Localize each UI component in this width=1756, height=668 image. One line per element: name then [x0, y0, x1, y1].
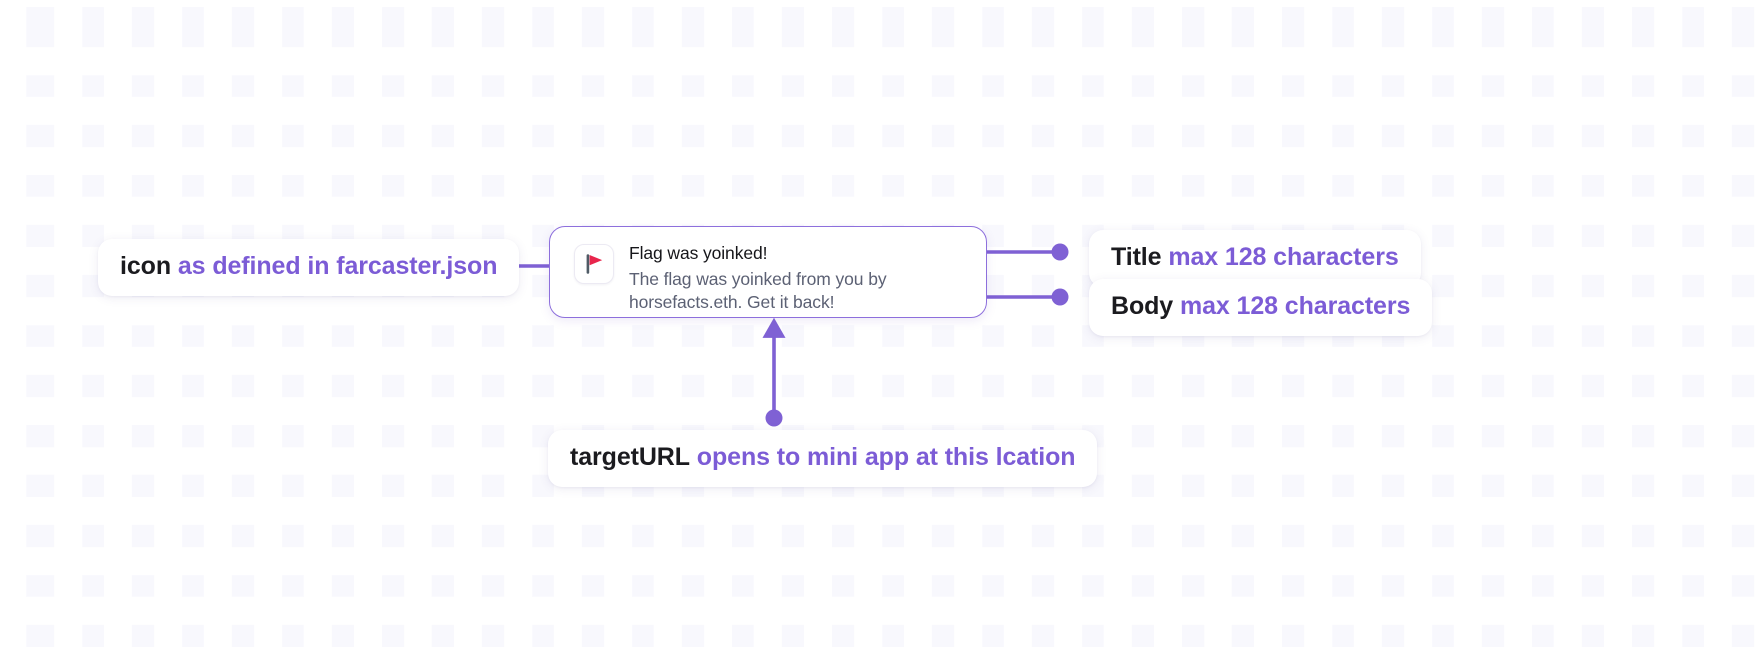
app-icon-container — [574, 244, 614, 284]
callout-body-key: Body — [1111, 292, 1174, 320]
callout-title-desc: max 128 characters — [1168, 243, 1399, 271]
callout-title[interactable]: Title max 128 characters — [1089, 230, 1421, 287]
callout-title-key: Title — [1111, 243, 1162, 271]
callout-icon-key: icon — [120, 252, 171, 280]
notification-body-line-2: horsefacts.eth. Get it back! — [629, 292, 835, 313]
callout-body-desc: max 128 characters — [1179, 292, 1411, 320]
triangular-flag-icon — [586, 254, 603, 274]
callout-targeturl[interactable]: targetURL opens to mini app at this lcat… — [548, 430, 1098, 487]
callout-body[interactable]: Body max 128 characters — [1089, 279, 1433, 336]
notification-title: Flag was yoinked! — [629, 243, 768, 263]
notification-body: The flag was yoinked from you by horsefa… — [629, 268, 887, 315]
notification-text-block: Flag was yoinked! The flag was yoinked f… — [629, 243, 887, 315]
callout-targeturl-key: targetURL — [570, 443, 690, 471]
notification-preview-card[interactable]: Flag was yoinked! The flag was yoinked f… — [549, 226, 987, 318]
callout-icon-desc: as defined in farcaster.json — [177, 252, 498, 280]
callout-targeturl-desc: opens to mini app at this lcation — [696, 443, 1076, 471]
notification-body-line-1: The flag was yoinked from you by — [629, 268, 887, 289]
callout-icon[interactable]: icon as defined in farcaster.json — [98, 239, 520, 296]
